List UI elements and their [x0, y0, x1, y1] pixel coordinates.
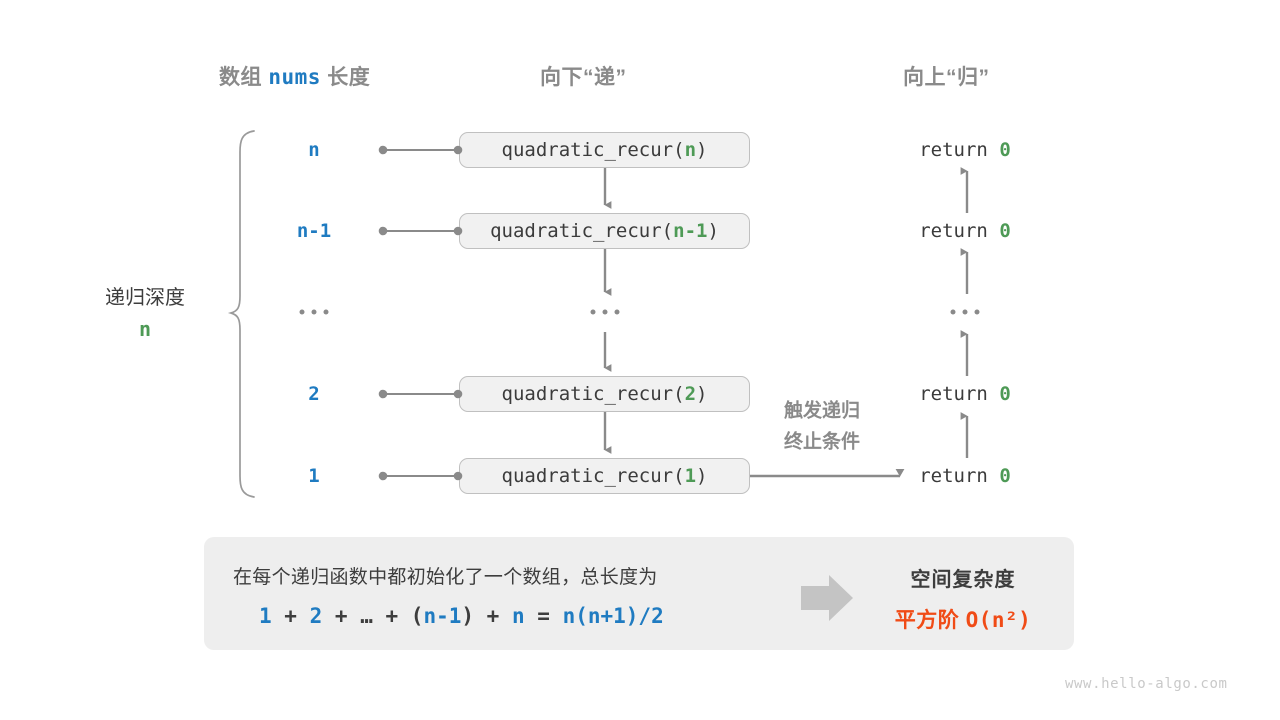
termination-trigger-line1: 触发递归: [783, 400, 861, 422]
header-descend: 向下“递”: [540, 66, 627, 89]
return-label-row-3: return 0: [919, 383, 1011, 405]
array-length-row-2-ellipsis: [299, 309, 329, 315]
call-box-row-4-arg: 1: [684, 465, 697, 487]
call-box-row-4-prefix: quadratic_recur(: [501, 465, 685, 487]
summary-panel: [204, 537, 1074, 650]
formula-ellipsis: …: [360, 604, 373, 628]
formula-term-1: 1: [259, 604, 272, 628]
return-label-row-1-text: return: [919, 220, 1000, 242]
return-label-row-3-text: return: [919, 383, 1000, 405]
header-array-length: 数组 nums 长度: [219, 61, 370, 91]
header-array-length-mono: nums: [268, 65, 321, 89]
formula-op-2: +: [322, 604, 361, 628]
space-complexity-value-prefix: 平方阶: [894, 609, 966, 632]
formula-paren-close: ): [461, 604, 475, 628]
space-complexity-title: 空间复杂度: [910, 569, 1016, 591]
summary-formula: 1 + 2 + … + (n-1) + n = n(n+1)/2: [259, 604, 664, 628]
call-box-row-1-prefix: quadratic_recur(: [490, 220, 674, 242]
return-label-row-1: return 0: [919, 220, 1011, 242]
call-box-row-3-prefix: quadratic_recur(: [501, 383, 685, 405]
call-box-row-3-arg: 2: [684, 383, 697, 405]
formula-paren-open: (: [410, 604, 424, 628]
call-box-row-3[interactable]: quadratic_recur(2): [459, 376, 750, 412]
call-box-row-4-suffix: ): [696, 465, 708, 487]
formula-equals: =: [524, 604, 563, 628]
termination-trigger-line2: 终止条件: [783, 432, 861, 453]
termination-trigger-note: 触发递归 终止条件: [784, 396, 860, 459]
call-box-row-1[interactable]: quadratic_recur(n-1): [459, 213, 750, 249]
header-array-length-prefix: 数组: [219, 66, 269, 89]
return-label-row-4-text: return: [919, 465, 1000, 487]
return-label-row-4-value: 0: [999, 465, 1011, 487]
return-label-row-4: return 0: [919, 465, 1011, 487]
call-box-row-4[interactable]: quadratic_recur(1): [459, 458, 750, 494]
formula-result: n(n+1)/2: [562, 604, 664, 628]
recursion-depth-value: n: [138, 317, 152, 341]
array-length-row-3: 2: [308, 383, 320, 405]
array-length-row-1: n-1: [296, 220, 332, 242]
return-label-row-2-ellipsis: [950, 309, 980, 315]
call-box-row-0-arg: n: [684, 139, 697, 161]
call-box-row-1-arg: n-1: [673, 220, 708, 242]
call-box-row-0-prefix: quadratic_recur(: [501, 139, 685, 161]
formula-term-2: 2: [309, 604, 323, 628]
watermark: www.hello-algo.com: [1065, 676, 1228, 692]
recursion-depth-text: 递归深度: [105, 287, 185, 309]
return-label-row-0-text: return: [919, 139, 1000, 161]
formula-term-nminus1: n-1: [423, 604, 462, 628]
space-complexity-value: 平方阶 O(n²): [895, 604, 1032, 634]
summary-description: 在每个递归函数中都初始化了一个数组，总长度为: [233, 567, 658, 588]
depth-brace-icon: [227, 130, 255, 498]
call-box-row-1-suffix: ): [707, 220, 719, 242]
return-label-row-0: return 0: [919, 139, 1011, 161]
recursion-depth-label: 递归深度 n: [95, 283, 195, 345]
array-length-row-0: n: [308, 139, 320, 161]
length-to-box-connectors: [378, 145, 463, 481]
return-label-row-3-value: 0: [999, 383, 1011, 405]
formula-op-4: +: [474, 604, 512, 628]
return-label-row-1-value: 0: [999, 220, 1011, 242]
header-ascend: 向上“归”: [903, 66, 990, 89]
call-box-row-0-suffix: ): [696, 139, 708, 161]
call-box-row-0[interactable]: quadratic_recur(n): [459, 132, 750, 168]
formula-op-1: +: [271, 604, 310, 628]
call-box-row-3-suffix: ): [696, 383, 708, 405]
call-box-row-2-ellipsis: [590, 309, 620, 315]
space-complexity-value-mono: O(n²): [965, 608, 1032, 632]
array-length-row-4: 1: [308, 465, 320, 487]
header-array-length-suffix: 长度: [320, 66, 371, 89]
formula-op-3: +: [372, 604, 411, 628]
formula-term-n: n: [511, 604, 525, 628]
return-label-row-0-value: 0: [999, 139, 1011, 161]
